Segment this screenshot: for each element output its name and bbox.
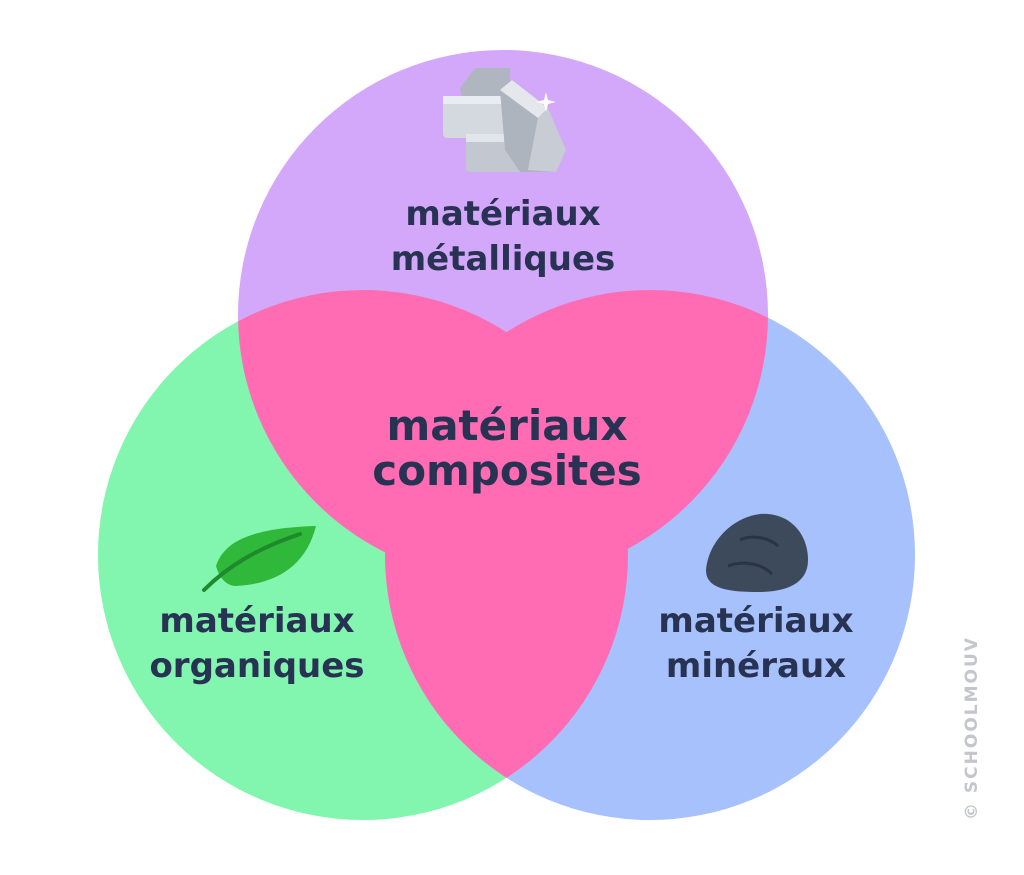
copyright-symbol: ©	[962, 801, 982, 820]
metal-label-line2: métalliques	[391, 239, 616, 279]
mineral-label-line1: matériaux	[658, 601, 853, 641]
watermark-text: SCHOOLMOUV	[962, 636, 982, 794]
rock-icon	[706, 513, 808, 592]
composite-region-bottom	[385, 290, 628, 820]
composite-label-line1: matériaux	[386, 401, 627, 450]
organic-label-line2: organiques	[149, 646, 364, 686]
composite-label-line2: composites	[372, 446, 641, 495]
mineral-label-line2: minéraux	[666, 646, 846, 686]
organic-label-line1: matériaux	[159, 601, 354, 641]
watermark: © SCHOOLMOUV	[962, 636, 982, 820]
leaf-icon	[202, 526, 316, 592]
metal-label-line1: matériaux	[405, 194, 600, 234]
metal-ingots-icon	[443, 68, 566, 172]
